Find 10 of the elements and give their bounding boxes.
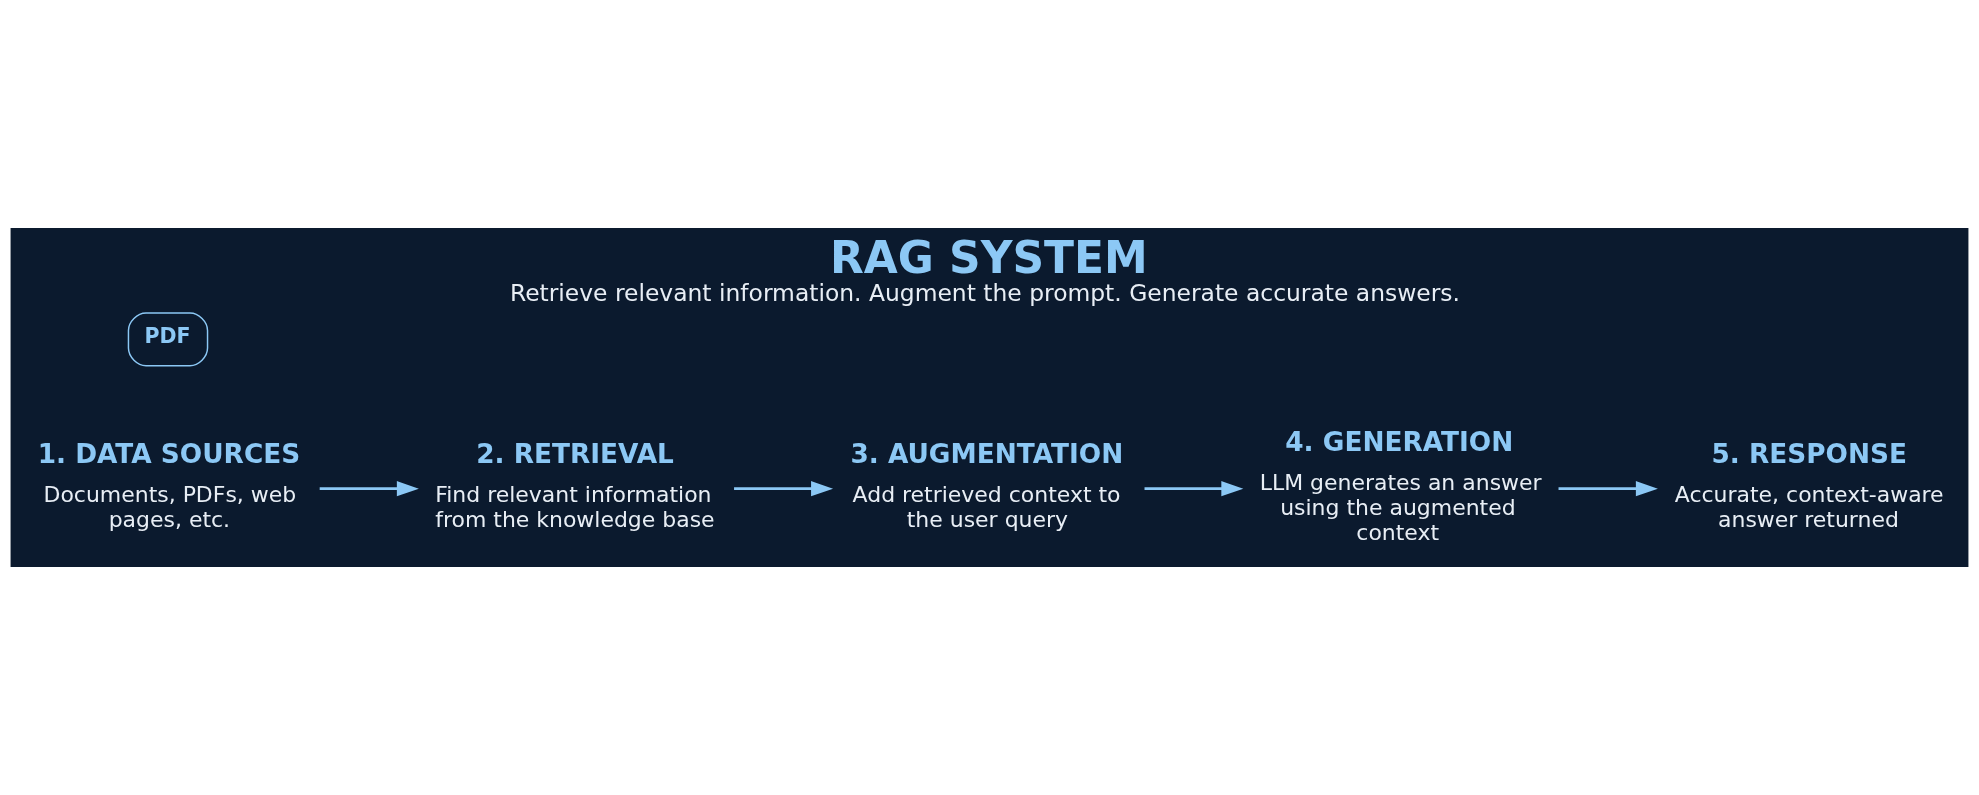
node-text: 3. AUGMENTATION Add retrieved context to the user query	[850, 438, 1124, 532]
node-text: 2. RETRIEVAL Find relevant information from the knowledge base	[435, 438, 715, 532]
label: PDF	[144, 324, 191, 349]
node-text: 1. DATA SOURCES Documents, PDFs, web pages, etc.	[37, 438, 301, 532]
arrow	[1558, 480, 1658, 497]
arrow	[319, 480, 419, 497]
arrow	[1144, 480, 1244, 497]
node-text: 4. GENERATION LLM generates an answer using the augmented context	[1259, 427, 1542, 545]
arrow	[734, 480, 834, 497]
node-text: 5. RESPONSE Accurate, context-aware answer returned	[1674, 438, 1944, 532]
